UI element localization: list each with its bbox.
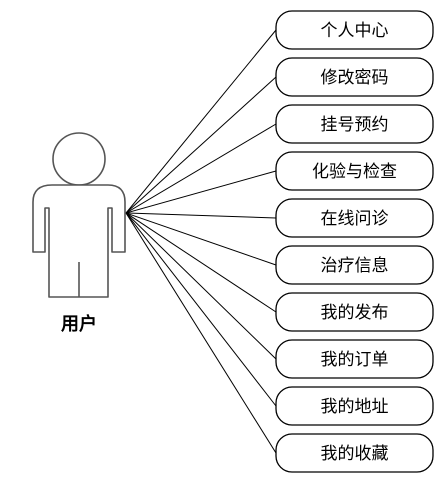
use-case-box <box>275 386 434 426</box>
use-case-label: 我的订单 <box>321 350 389 370</box>
use-case-box <box>275 198 434 238</box>
use-case-item: 我的地址 <box>275 386 434 426</box>
use-case-label: 治疗信息 <box>321 256 389 276</box>
connector-line <box>125 212 277 407</box>
connector-line <box>125 212 277 219</box>
use-case-label: 个人中心 <box>321 21 389 41</box>
use-case-box <box>275 57 434 97</box>
person-icon <box>32 132 126 298</box>
use-case-item: 个人中心 <box>275 10 434 50</box>
use-case-label: 挂号预约 <box>321 115 389 135</box>
use-case-label: 我的地址 <box>321 397 389 417</box>
use-case-item: 我的发布 <box>275 292 434 332</box>
use-case-item: 我的订单 <box>275 339 434 379</box>
connector-line <box>125 123 277 214</box>
use-case-item: 我的收藏 <box>275 433 434 473</box>
connector-line <box>125 76 277 214</box>
use-case-item: 化验与检查 <box>275 151 434 191</box>
use-case-list: 个人中心修改密码挂号预约化验与检查在线问诊治疗信息我的发布我的订单我的地址我的收… <box>275 10 434 473</box>
use-case-item: 修改密码 <box>275 57 434 97</box>
use-case-box <box>275 433 434 473</box>
actor-label: 用户 <box>61 313 97 335</box>
connector-line <box>125 212 277 313</box>
use-case-item: 在线问诊 <box>275 198 434 238</box>
use-case-label: 修改密码 <box>321 68 389 88</box>
use-case-box <box>275 10 434 50</box>
connector-line <box>125 29 277 214</box>
actor-figure: 用户 <box>32 132 126 335</box>
use-case-box <box>275 339 434 379</box>
connector-line <box>125 212 277 454</box>
use-case-box <box>275 292 434 332</box>
connector-line <box>125 212 277 360</box>
use-case-box <box>275 104 434 144</box>
use-case-label: 在线问诊 <box>321 209 389 229</box>
connector-line <box>125 170 277 214</box>
use-case-label: 我的收藏 <box>321 444 389 464</box>
actor-body <box>32 184 126 298</box>
use-case-box <box>275 245 434 285</box>
connector-line <box>125 212 277 266</box>
use-case-label: 化验与检查 <box>312 162 397 182</box>
connector-lines <box>125 29 277 454</box>
use-case-label: 我的发布 <box>321 303 389 323</box>
use-case-item: 治疗信息 <box>275 245 434 285</box>
actor-head <box>52 132 106 186</box>
use-case-box <box>275 151 434 191</box>
use-case-item: 挂号预约 <box>275 104 434 144</box>
